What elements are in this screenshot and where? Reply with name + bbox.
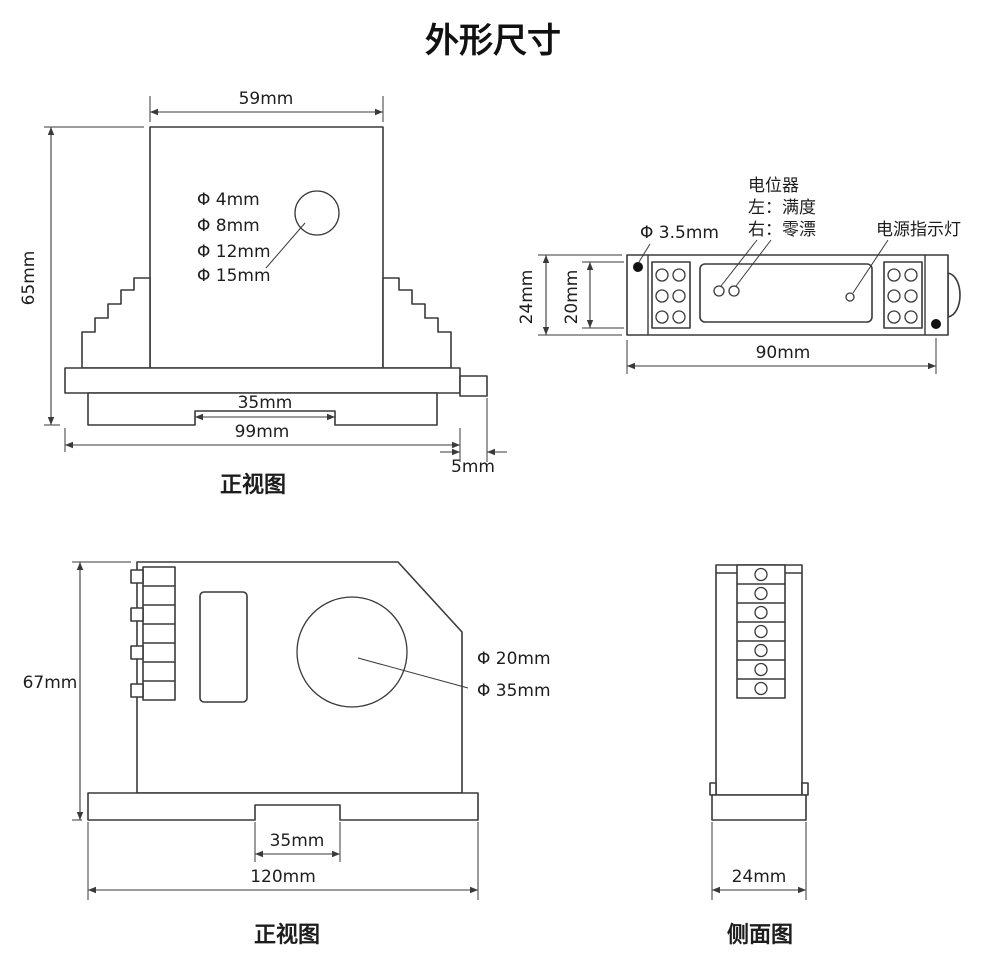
view-caption: 侧面图 (727, 923, 793, 948)
view-caption: 正视图 (254, 922, 320, 948)
left-mount-wing (81, 277, 151, 369)
power-led (845, 292, 855, 302)
through-hole-2 (296, 596, 408, 708)
dimension-59mm: 59mm (149, 89, 384, 122)
hole-leader-line (357, 657, 469, 689)
hole-label: Φ 15mm (197, 266, 271, 286)
pot-leader-line (720, 239, 758, 287)
mount-hole-dot (931, 319, 941, 329)
right-mount-wing (382, 277, 452, 369)
front-view-top-outline (64, 126, 488, 426)
dimension-65mm: 65mm (19, 126, 144, 426)
dim-label: 24mm (517, 270, 537, 325)
dim-label: 99mm (235, 422, 290, 442)
label-plate (699, 263, 873, 323)
label-plate-2 (199, 591, 248, 703)
dimension-90mm: 90mm (626, 338, 937, 374)
hole-label: Φ 20mm (477, 649, 551, 669)
potentiometer-zero-drift (728, 285, 740, 297)
pot-right-label: 右：零漂 (748, 220, 816, 240)
dimension-99mm: 99mm (64, 422, 461, 462)
side-base (711, 794, 807, 821)
dim-label: 120mm (250, 867, 316, 887)
dim-label: 24mm (732, 867, 787, 887)
sensor-body (149, 126, 384, 369)
base-foot-2 (87, 792, 479, 821)
base-foot (87, 392, 438, 426)
side-view-outline (709, 564, 809, 821)
dim-label: 65mm (19, 251, 39, 306)
side-view-bottom: 24mm 侧面图 (709, 564, 809, 948)
through-hole (294, 190, 340, 236)
top-view-labels: 电位器 左：满度 右：零漂 电源指示灯 Φ 3.5mm (640, 176, 961, 243)
dim-label: 35mm (238, 393, 293, 413)
sensor-body-2 (136, 561, 463, 794)
dimension-24mm-top: 24mm (517, 254, 622, 336)
dim-label: 35mm (270, 831, 325, 851)
hole-leader-line (265, 222, 306, 269)
hole-label: Φ 12mm (197, 242, 271, 262)
page-title: 外形尺寸 (425, 21, 561, 61)
terminal-strip (142, 566, 176, 701)
hole-label: Φ 8mm (197, 216, 260, 236)
base-slab (64, 367, 461, 394)
pot-left-label: 左：满度 (748, 198, 816, 218)
top-view: 电位器 左：满度 右：零漂 电源指示灯 Φ 3.5mm 24mm 20mm 90… (517, 176, 961, 374)
dimension-35mm-bottom: 35mm (254, 822, 341, 862)
dim-label: 5mm (451, 457, 495, 477)
dimension-5mm: 5mm (440, 398, 507, 477)
dim-label: 67mm (23, 673, 78, 693)
dimension-24mm-bottom: 24mm (711, 822, 807, 900)
front-view-top-hole-labels: Φ 4mm Φ 8mm Φ 12mm Φ 15mm (197, 190, 271, 286)
potentiometer-label: 电位器 (748, 176, 799, 196)
top-view-outline (626, 239, 961, 336)
side-tab (459, 375, 488, 397)
dim-label: 90mm (756, 343, 811, 363)
dimension-67mm: 67mm (23, 561, 131, 821)
front-view-bottom: Φ 20mm Φ 35mm 67mm 35mm 120mm 正视图 (23, 561, 551, 948)
mount-hole-dot (633, 262, 643, 272)
led-leader-line (852, 239, 889, 294)
potentiometer-full-scale (713, 285, 725, 297)
front-view-bottom-outline (87, 561, 479, 821)
hole-label: Φ 35mm (477, 681, 551, 701)
hole-label: Φ 4mm (197, 190, 260, 210)
front-view-bottom-hole-labels: Φ 20mm Φ 35mm (477, 649, 551, 701)
dimension-35mm-top: 35mm (195, 393, 335, 421)
din-clip (947, 272, 961, 318)
view-caption: 正视图 (220, 472, 286, 498)
power-led-label: 电源指示灯 (876, 220, 961, 240)
hole-leader-line (638, 243, 651, 263)
dimension-20mm: 20mm (562, 261, 624, 329)
front-view-top: Φ 4mm Φ 8mm Φ 12mm Φ 15mm 59mm 65mm 35mm… (19, 89, 507, 498)
dim-label: 20mm (562, 270, 582, 325)
pot-leader-line (735, 239, 772, 287)
dimension-120mm: 120mm (87, 822, 479, 900)
dim-label: 59mm (239, 89, 294, 109)
mount-hole-label: Φ 3.5mm (640, 223, 719, 243)
